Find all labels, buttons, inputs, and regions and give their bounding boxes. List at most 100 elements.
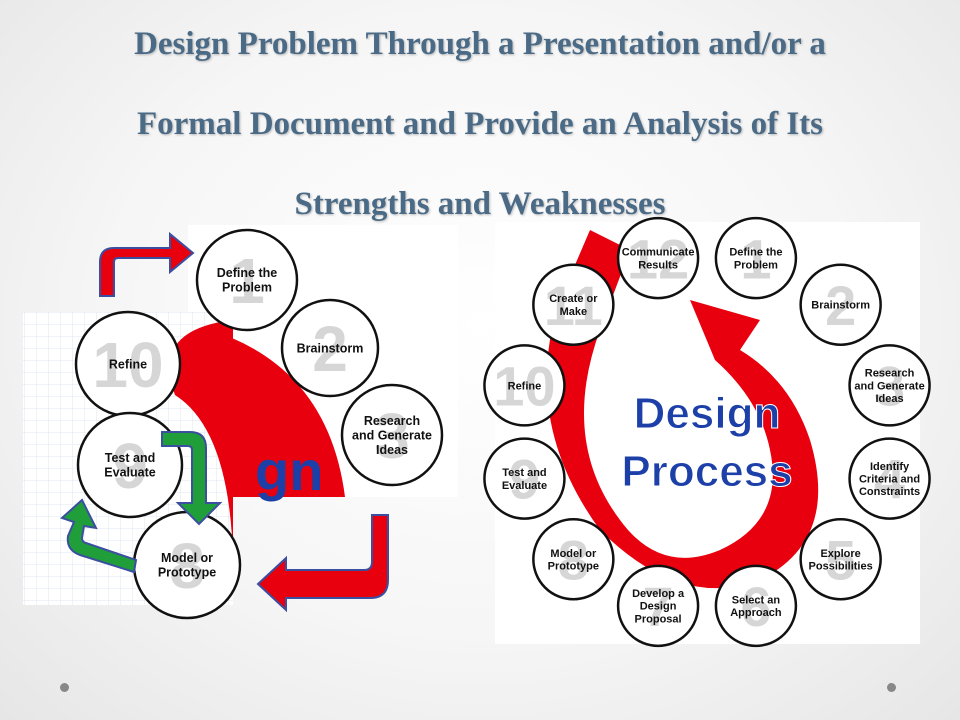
slide-dot-left [60, 683, 69, 692]
right-step-label: Model or [550, 548, 597, 560]
left-step-number: 3 [374, 400, 410, 472]
left-step-circle [280, 298, 380, 398]
right-step-label: Evaluate [502, 480, 547, 492]
right-step-circle [848, 344, 931, 427]
right-step-circle [799, 518, 882, 601]
right-step-circle [714, 564, 798, 648]
right-step-number: 3 [874, 355, 905, 418]
right-step-label: Ideas [875, 393, 903, 405]
right-step-label: Prototype [548, 560, 599, 572]
right-step-circle [532, 518, 615, 601]
left-red-swirl [232, 338, 345, 497]
right-step-number: 5 [825, 528, 856, 591]
right-step-number: 7 [643, 575, 674, 638]
right-step-number: 12 [627, 227, 689, 290]
right-step-circle [616, 564, 700, 648]
right-step-circle [483, 344, 566, 427]
right-step-number: 11 [544, 274, 603, 337]
right-step-label: Make [560, 306, 588, 318]
left-step-label: Refine [109, 357, 147, 371]
left-step-label: Evaluate [104, 466, 155, 480]
right-step-circle [532, 263, 615, 346]
right-heading-line-1: Design [634, 389, 781, 438]
left-step-number: 2 [312, 313, 348, 385]
left-step-label: Prototype [158, 566, 216, 580]
title-line-1: Design Problem Through a Presentation an… [134, 26, 826, 62]
right-heading-line-2: Process [621, 447, 792, 496]
left-step-number: 9 [112, 430, 148, 502]
right-step-label: Results [638, 259, 678, 271]
right-step-number: 2 [825, 274, 856, 337]
right-step-label: Constraints [859, 486, 920, 498]
left-step-number: 10 [92, 329, 163, 401]
right-step-label: Criteria and [859, 473, 920, 485]
left-step-number: 1 [229, 245, 265, 317]
right-step-label: Develop a [632, 588, 685, 600]
right-step-label: Problem [734, 259, 778, 271]
left-step-label: Problem [222, 281, 272, 295]
right-step-label: Approach [730, 607, 782, 619]
title-line-3: Strengths and Weaknesses [294, 186, 666, 222]
right-step-label: Create or [549, 293, 598, 305]
green-arrow-left [60, 498, 138, 574]
green-arrow-right [161, 431, 223, 526]
right-step-number: 4 [874, 448, 905, 511]
left-step-label: Model or [161, 551, 213, 565]
right-step-number: 8 [558, 528, 589, 591]
right-step-number: 9 [509, 448, 540, 511]
right-step-label: Communicate [622, 247, 695, 259]
left-step-circle [340, 383, 444, 487]
right-step-circle [799, 263, 882, 346]
left-step-label: Research [364, 414, 420, 428]
right-step-label: Test and [502, 467, 546, 479]
right-step-circle [848, 437, 931, 520]
right-step-label: Brainstorm [811, 300, 870, 312]
slide-title: Design Problem Through a Presentation an… [0, 4, 960, 244]
left-step-label: Brainstorm [297, 341, 364, 355]
right-step-label: Identify [870, 461, 910, 473]
left-red-swirl-lower [169, 320, 233, 560]
right-step-label: Select an [732, 594, 781, 606]
slide-dot-right [887, 683, 896, 692]
right-red-swirl [546, 230, 819, 589]
red-arrow-top [99, 231, 195, 297]
right-step-number: 10 [493, 355, 555, 418]
left-step-label: and Generate [352, 428, 432, 442]
left-step-label: Define the [217, 266, 277, 280]
left-step-circle [76, 411, 184, 519]
right-step-label: Define the [729, 247, 782, 259]
right-step-label: and Generate [854, 380, 924, 392]
right-step-label: Possibilities [809, 560, 873, 572]
left-partial-heading: gn [255, 439, 323, 502]
right-step-number: 6 [740, 575, 771, 638]
left-step-label: Test and [105, 451, 155, 465]
right-step-circle [616, 216, 700, 300]
right-step-label: Explore [820, 548, 860, 560]
right-step-circle [483, 437, 566, 520]
right-step-label: Design [640, 601, 677, 613]
left-step-number: 8 [169, 530, 205, 602]
red-arrow-bottom [256, 514, 389, 613]
left-step-circle [195, 228, 299, 332]
title-line-2: Formal Document and Provide an Analysis … [136, 106, 823, 142]
